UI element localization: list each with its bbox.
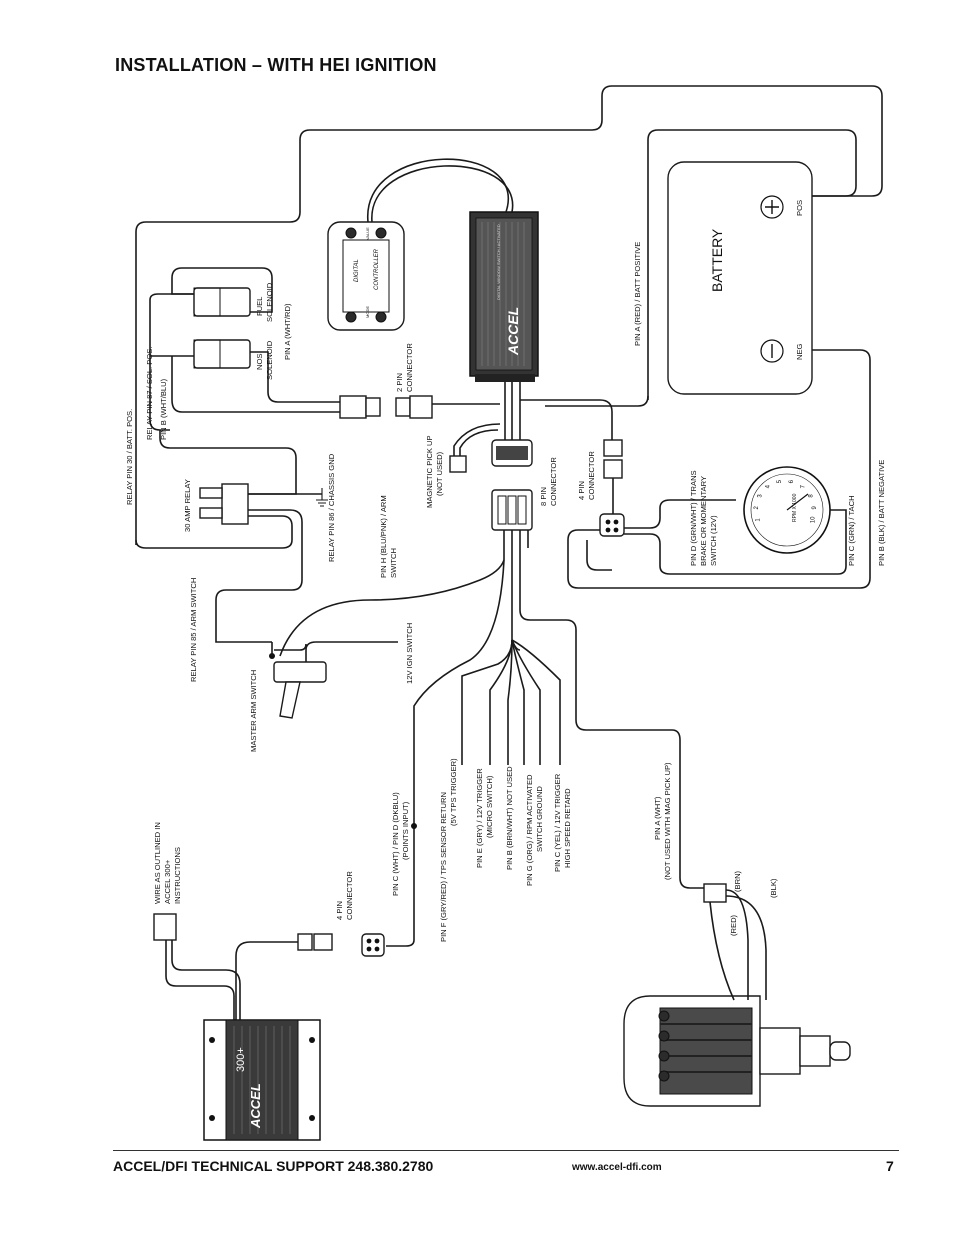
label-mag-pickup-2: (NOT USED) — [435, 451, 444, 496]
two-pin-connector — [339, 395, 433, 419]
ground-icon — [316, 488, 328, 507]
thirty-amp-relay — [199, 483, 249, 525]
label-four-pin-top-2: CONNECTOR — [587, 451, 596, 500]
nos-solenoid — [193, 339, 251, 369]
label-fuel-solenoid-2: SOLENOID — [265, 282, 274, 322]
label-eight-pin-2: CONNECTOR — [549, 457, 558, 506]
controller-mode-label: MODE — [365, 306, 370, 318]
label-pin-c-wht-2: (POINTS INPUT) — [401, 801, 410, 860]
battery-label: BATTERY — [709, 228, 725, 292]
label-pin-a-wht-2: (NOT USED WITH MAG PICK UP) — [663, 762, 672, 880]
label-relay-pin87: RELAY PIN 87 / SOL. POS. — [145, 347, 154, 440]
tach-numbers: 1 2 3 4 5 6 7 8 9 10 — [754, 479, 818, 523]
label-pin-d-grn-wht-3: SWITCH (12V) — [709, 515, 718, 566]
label-mag-pickup-1: MAGNETIC PICK UP — [425, 435, 434, 508]
accel-module: ACCEL DIGITAL WINDOW SWITCH / ACTIVATED — [469, 211, 539, 382]
module-brand: ACCEL — [505, 307, 521, 356]
digital-controller: DIGITAL CONTROLLER MODE VALUE — [327, 221, 405, 331]
label-pin-h-1: PIN H (BLU/PNK) / ARM — [379, 495, 388, 578]
label-pin-d-grn-wht-1: PIN D (GRN/WHT) / TRANS — [689, 470, 698, 566]
label-relay-pin85: RELAY PIN 85 / ARM SWITCH — [189, 578, 198, 682]
hei-distributor — [623, 995, 851, 1107]
master-arm-switch[interactable] — [269, 653, 327, 719]
label-relay-pin30: RELAY PIN 30 / BATT. POS. — [125, 409, 134, 505]
tach-number: 6 — [789, 479, 795, 483]
footer-divider — [113, 1150, 899, 1151]
label-wire-as-1: WIRE AS OUTLINED IN — [153, 822, 162, 904]
label-pin-e-2: (MICRO SWITCH) — [485, 775, 494, 838]
page-number: 7 — [886, 1158, 894, 1174]
connector-300 — [153, 913, 333, 951]
label-pin-c-yel-1: PIN C (YEL) / 12V TRIGGER — [553, 773, 562, 872]
label-pin-h-2: SWITCH — [389, 548, 398, 578]
footer-website: www.accel-dfi.com — [572, 1162, 662, 1173]
distributor-plug — [703, 883, 727, 903]
controller-top-label: DIGITAL — [354, 259, 360, 282]
page-title: INSTALLATION – WITH HEI IGNITION — [115, 55, 437, 75]
label-wire-as-2: ACCEL 300+ — [163, 859, 172, 904]
label-pin-f-1: PIN F (GRY/RED) / TPS SENSOR RETURN — [439, 792, 448, 942]
label-12v-ign: 12V IGN SWITCH — [405, 623, 414, 684]
controller-value-label: VALUE — [365, 227, 370, 240]
controller-mid-label: CONTROLLER — [374, 248, 380, 290]
label-relay-pin86: RELAY PIN 86 / CHASSIS GND — [327, 453, 336, 562]
label-eight-pin-1: 8 PIN — [539, 487, 548, 506]
label-pin-a-red-batt: PIN A (RED) / BATT POSITIVE — [633, 242, 642, 346]
tach-number: 10 — [810, 516, 816, 523]
label-pin-d-grn-wht-2: BRAKE OR MOMENTARY — [699, 476, 708, 566]
battery-pos-label: POS — [795, 200, 804, 216]
mag-pickup-plug — [449, 455, 467, 473]
tach-number: 1 — [756, 518, 762, 522]
label-fuel-solenoid-1: FUEL — [255, 297, 264, 316]
tach-units: RPM X 1000 — [792, 493, 798, 522]
label-two-pin-1: 2 PIN — [395, 373, 404, 392]
label-four-pin-bot-1: 4 PIN — [335, 901, 344, 920]
four-pin-connector-top — [599, 439, 625, 537]
accel-300-box: ACCEL 300+ — [203, 1019, 321, 1141]
tachometer: RPM X 1000 1 2 3 4 5 6 7 8 9 10 — [743, 466, 831, 554]
tach-number: 3 — [758, 494, 764, 498]
tach-number: 9 — [812, 505, 818, 509]
module-fine-print: DIGITAL WINDOW SWITCH / ACTIVATED — [496, 224, 501, 300]
plus-icon — [765, 200, 779, 214]
tach-number: 8 — [808, 494, 814, 498]
label-thirty-amp-relay: 30 AMP RELAY — [183, 479, 192, 532]
label-pin-g-1: PIN G (ORG) / RPM ACTIVATED — [525, 774, 534, 886]
tach-number: 2 — [754, 505, 760, 509]
fuel-solenoid — [193, 287, 251, 317]
battery: BATTERY POS NEG — [667, 161, 813, 395]
tach-number: 7 — [800, 484, 806, 488]
label-two-pin-2: CONNECTOR — [405, 343, 414, 392]
label-pin-f-2: (5V TPS TRIGGER) — [449, 758, 458, 826]
label-pin-a-wht-1: PIN A (WHT) — [653, 796, 662, 840]
label-wire-as-3: INSTRUCTIONS — [173, 847, 182, 904]
label-pin-a-wht-rd: PIN A (WHT/RD) — [283, 303, 292, 360]
label-four-pin-bot-2: CONNECTOR — [345, 871, 354, 920]
label-pin-c-wht-1: PIN C (WHT) / PIN D (DKBLU) — [391, 792, 400, 896]
label-pin-e-1: PIN E (GRY) / 12V TRIGGER — [475, 768, 484, 868]
label-pin-c-grn-tach: PIN C (GRN) / TACH — [847, 495, 856, 566]
four-pin-connector-bottom — [361, 933, 385, 957]
label-pin-g-2: SWITCH GROUND — [535, 786, 544, 852]
label-nos-solenoid-1: NOS — [255, 354, 264, 370]
box300-model: 300+ — [235, 1047, 247, 1072]
battery-neg-label: NEG — [795, 343, 804, 360]
label-red: (RED) — [729, 914, 738, 936]
label-pin-c-yel-2: HIGH SPEED RETARD — [563, 788, 572, 868]
tach-number: 5 — [777, 479, 783, 483]
label-four-pin-top-1: 4 PIN — [577, 481, 586, 500]
label-blk: (BLK) — [769, 878, 778, 898]
label-pin-b-brn: PIN B (BRN/WHT) NOT USED — [505, 766, 514, 870]
tach-number: 4 — [766, 484, 772, 488]
label-pin-b-wht-blu: PIN B (WHT/BLU) — [159, 378, 168, 440]
footer-support: ACCEL/DFI TECHNICAL SUPPORT 248.380.2780 — [113, 1158, 434, 1174]
label-master-arm: MASTER ARM SWITCH — [249, 670, 258, 752]
label-nos-solenoid-2: SOLENOID — [265, 340, 274, 380]
label-brn: (BRN) — [733, 870, 742, 892]
eight-pin-connector — [491, 439, 533, 531]
box300-brand: ACCEL — [248, 1083, 263, 1129]
label-pin-b-blk-batt: PIN B (BLK) / BATT NEGATIVE — [877, 460, 886, 566]
